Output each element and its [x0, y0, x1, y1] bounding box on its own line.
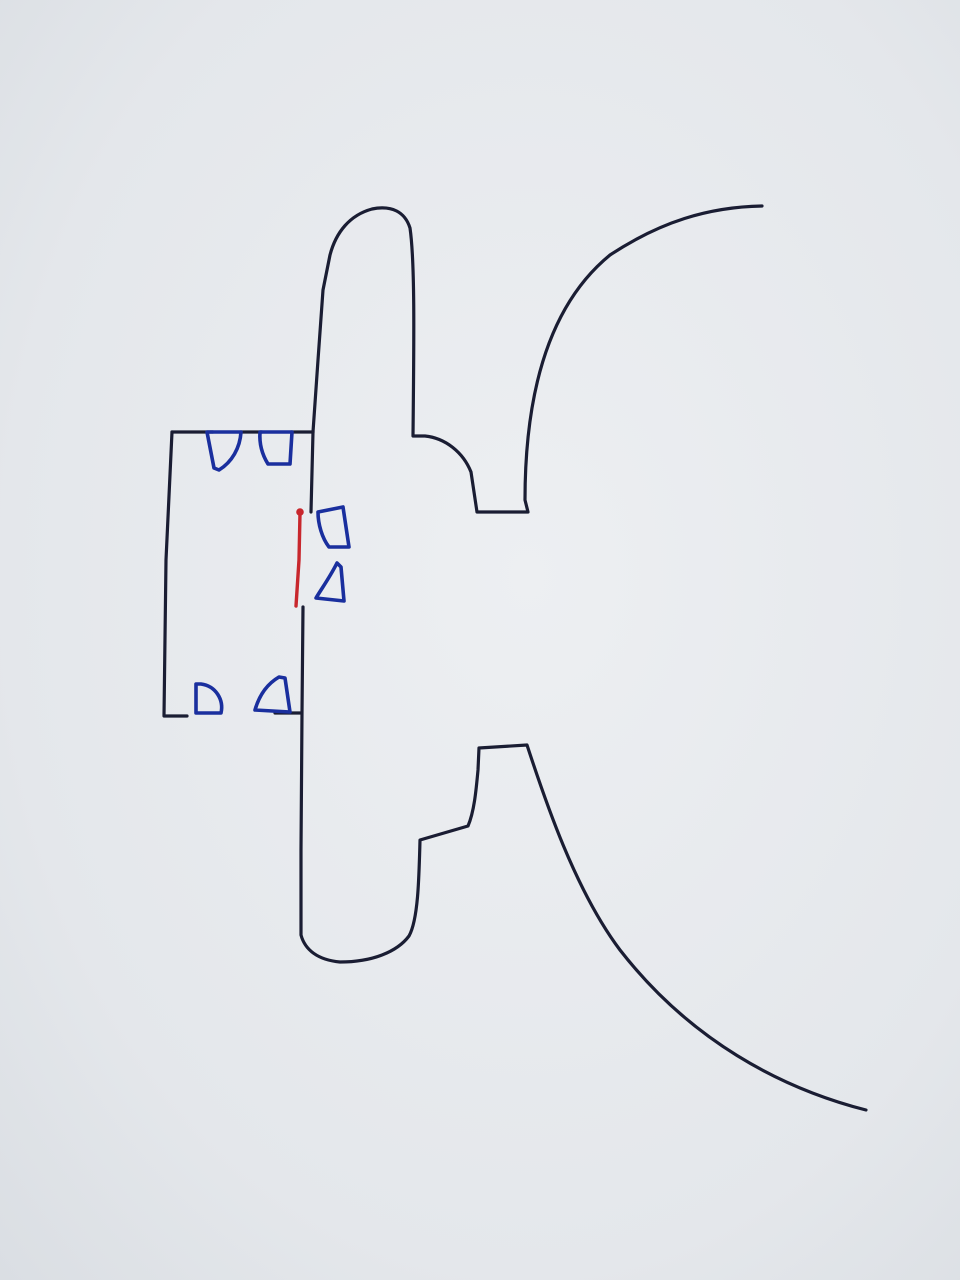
seat [258, 430, 294, 466]
door-line [294, 511, 302, 608]
seat [205, 430, 243, 472]
seat-group [194, 430, 351, 715]
upper-wing-wall [311, 204, 764, 514]
seat [253, 675, 292, 714]
seat [194, 682, 224, 715]
annex-left-wall [162, 430, 189, 718]
seat [314, 561, 346, 603]
seat [316, 505, 351, 549]
door-hinge [296, 508, 304, 516]
door-marker [294, 508, 304, 608]
main-wall-lower [273, 605, 868, 1112]
main-wall-upper [309, 430, 315, 514]
building-outline [162, 204, 868, 1112]
